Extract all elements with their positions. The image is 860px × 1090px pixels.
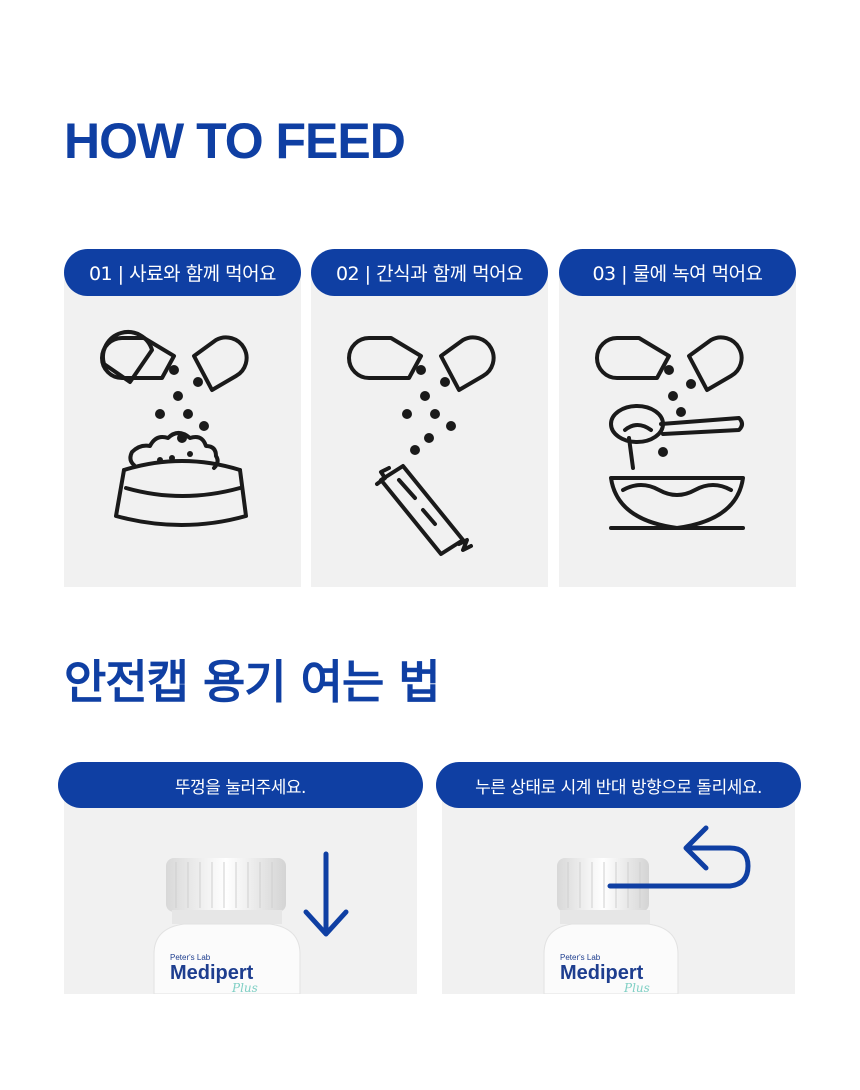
safety-cap-title: 안전캡 용기 여는 법 <box>64 655 441 709</box>
capsule-water-bowl-icon <box>595 335 745 530</box>
feed-step-card-3 <box>559 270 796 587</box>
how-to-feed-title: HOW TO FEED <box>64 113 406 169</box>
cap-step-card-2: Peter's Lab Medipert Plus <box>442 788 795 994</box>
down-arrow-icon <box>303 851 349 937</box>
bottle-image: Peter's Lab Medipert Plus <box>153 858 301 994</box>
counterclockwise-arrow-icon <box>607 825 751 889</box>
bottle-name: Medipert <box>560 962 644 984</box>
cap-step-label-1: 뚜껑을 눌러주세요. <box>58 762 423 808</box>
bottle-image: Peter's Lab Medipert Plus <box>543 858 679 994</box>
bottle-brand: Peter's Lab <box>170 953 211 962</box>
capsule-snack-stick-icon <box>347 335 496 556</box>
feed-step-label-3: 03 | 물에 녹여 먹어요 <box>559 249 796 296</box>
cap-step-label-2: 누른 상태로 시계 반대 방향으로 돌리세요. <box>436 762 801 808</box>
feed-step-card-1 <box>64 270 301 587</box>
feed-step-card-2 <box>311 270 548 587</box>
bottle-sub: Plus <box>623 981 650 994</box>
capsule-food-bowl-icon <box>100 330 249 527</box>
bottle-sub: Plus <box>231 981 258 994</box>
cap-step-card-1: Peter's Lab Medipert Plus <box>64 788 417 994</box>
feed-step-label-1: 01 | 사료와 함께 먹어요 <box>64 249 301 296</box>
bottle-brand: Peter's Lab <box>560 953 601 962</box>
feed-step-label-2: 02 | 간식과 함께 먹어요 <box>311 249 548 296</box>
bottle-name: Medipert <box>170 962 254 984</box>
